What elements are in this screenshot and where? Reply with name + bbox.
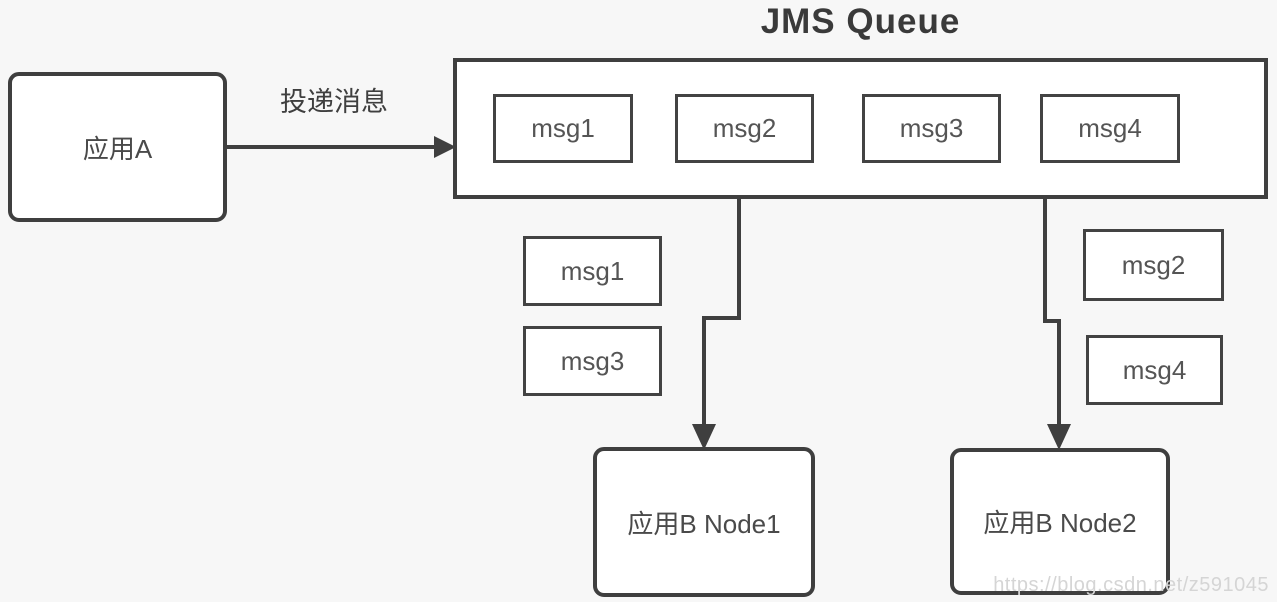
queue-msg3-box: msg3 (862, 94, 1001, 163)
delivered-msg4-label: msg4 (1122, 354, 1187, 385)
deliver-message-label: 投递消息 (280, 87, 388, 117)
delivered-msg2-label: msg2 (1121, 249, 1186, 280)
delivered-msg1-label: msg1 (560, 255, 625, 286)
queue-msg4-label: msg4 (1078, 113, 1142, 143)
queue-to-node2-line (1043, 199, 1061, 428)
producer-app-a-label: 应用A (82, 133, 153, 164)
queue-msg1-label: msg1 (531, 113, 595, 143)
consumer-node1-box: 应用B Node1 (593, 447, 815, 597)
queue-msg1-box: msg1 (493, 94, 633, 163)
queue-msg4-box: msg4 (1040, 94, 1180, 163)
delivered-msg4-box: msg4 (1086, 335, 1223, 405)
queue-msg2-box: msg2 (675, 94, 814, 163)
queue-msg3-label: msg3 (899, 113, 964, 143)
node2-arrowhead (1047, 424, 1071, 450)
delivered-msg2-box: msg2 (1083, 229, 1224, 301)
delivered-msg3-label: msg3 (560, 345, 625, 376)
queue-msg2-label: msg2 (712, 113, 777, 143)
consumer-node1-label: 应用B Node1 (627, 508, 781, 539)
consumer-node2-label: 应用B Node2 (983, 508, 1137, 538)
consumer-node2-box: 应用B Node2 (950, 448, 1170, 595)
delivered-msg3-box: msg3 (523, 326, 662, 396)
delivered-msg1-box: msg1 (523, 236, 662, 306)
watermark-text: https://blog.csdn.net/z591045 (993, 574, 1269, 596)
diagram-title: JMS Queue (760, 2, 961, 41)
producer-app-a-box: 应用A (8, 72, 227, 222)
queue-to-node1-line (702, 199, 741, 428)
